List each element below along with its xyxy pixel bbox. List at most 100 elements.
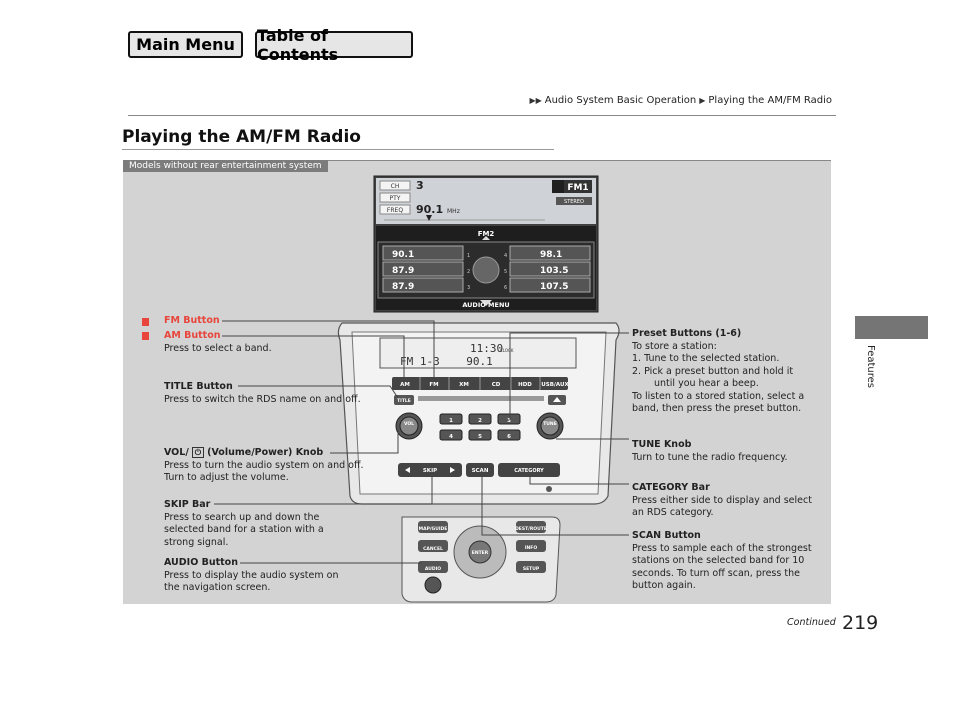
category-description-2: an RDS category. <box>632 507 714 518</box>
usb-aux-button: USB/AUX <box>541 382 569 388</box>
audio-heading: AUDIO Button <box>164 557 238 568</box>
model-tag: Models without rear entertainment system <box>123 160 328 172</box>
preset-1-freq: 90.1 <box>392 250 414 260</box>
category-bar-label: CATEGORY <box>514 468 544 474</box>
skip-forward-icon <box>450 467 455 473</box>
main-menu-button[interactable]: Main Menu <box>128 31 243 58</box>
preset-heading: Preset Buttons (1-6) <box>632 328 742 339</box>
preset-1-tile <box>382 245 464 261</box>
preset-button-6: 6 <box>507 434 511 440</box>
pty-label-box <box>379 192 411 203</box>
unit-clock-label: CLOCK <box>500 348 514 353</box>
preset-step-2a: 2. Pick a preset button and hold it <box>632 365 794 377</box>
title-button: TITLE <box>397 398 411 404</box>
section-tab <box>855 316 928 339</box>
scan-annotation: SCAN Button Press to sample each of the … <box>632 530 812 593</box>
enter-button: ENTER <box>472 550 489 556</box>
cancel-button: CANCEL <box>423 546 443 552</box>
category-heading: CATEGORY Bar <box>632 482 710 493</box>
breadcrumb-current: Playing the AM/FM Radio <box>708 95 832 106</box>
stereo-box <box>556 197 592 205</box>
setup-button: SETUP <box>523 566 540 572</box>
breadcrumb-arrow-icon: ▶ <box>699 96 706 105</box>
tune-heading: TUNE Knob <box>632 439 692 450</box>
skip-back-icon <box>405 467 410 473</box>
scan-description-1: Press to sample each of the strongest <box>632 542 812 554</box>
fm-marker-icon <box>142 318 149 326</box>
vol-heading-b: (Volume/Power) Knob <box>207 447 324 458</box>
am-button-label: AM Button <box>164 330 221 341</box>
preset-3-freq: 87.9 <box>392 282 414 292</box>
vol-heading-a: VOL/ <box>164 447 189 458</box>
screen-down-arrow-icon <box>480 300 492 306</box>
tuning-pointer-icon <box>426 215 432 221</box>
dest-route-button: DEST/ROUTE <box>515 526 547 532</box>
audio-description-2: the navigation screen. <box>164 582 271 593</box>
breadcrumb-arrow-icon: ▶▶ <box>529 96 542 105</box>
scan-description-2: stations on the selected band for 10 <box>632 555 805 566</box>
freq-label: FREQ <box>387 207 403 214</box>
preset-3-tile <box>382 277 464 293</box>
title-button-description: Press to switch the RDS name on and off. <box>164 393 361 405</box>
screen-channel: 3 <box>416 179 424 192</box>
fm-button-label: FM Button <box>164 315 220 326</box>
preset-2-freq: 87.9 <box>392 266 414 276</box>
cd-button: CD <box>492 382 501 388</box>
band-title: FM2 <box>478 230 495 238</box>
skip-bar-label: SKIP <box>423 468 437 474</box>
preset-step-1: 1. Tune to the selected station. <box>632 353 780 364</box>
preset-description-2a: To listen to a stored station, select a <box>632 390 805 402</box>
preset-num-2: 2 <box>467 269 470 275</box>
preset-annotation: Preset Buttons (1-6) To store a station:… <box>632 328 804 416</box>
preset-button-5: 5 <box>478 434 482 440</box>
screen-frequency: 90.1 <box>416 203 443 216</box>
category-description-1: Press either side to display and select <box>632 494 812 506</box>
am-fm-description: Press to select a band. <box>164 343 272 354</box>
preset-button-1: 1 <box>449 418 453 424</box>
scan-description-4: button again. <box>632 580 696 591</box>
vol-knob-label: VOL <box>404 421 414 427</box>
scan-heading: SCAN Button <box>632 530 701 541</box>
power-knob-icon <box>424 576 442 594</box>
title-annotation: TITLE Button Press to switch the RDS nam… <box>164 381 361 406</box>
skip-description-3: strong signal. <box>164 536 229 548</box>
preset-num-6: 6 <box>504 285 507 291</box>
stereo-indicator: STEREO <box>564 199 584 205</box>
am-button: AM <box>400 382 410 388</box>
preset-button-4: 4 <box>449 434 453 440</box>
scan-button-label: SCAN <box>472 468 489 474</box>
skip-heading: SKIP Bar <box>164 499 211 510</box>
ch-label-box <box>379 180 411 191</box>
scan-description-3: seconds. To turn off scan, press the <box>632 567 800 579</box>
fm-button: FM <box>429 382 438 388</box>
preset-6-freq: 107.5 <box>540 282 568 292</box>
preset-button-2: 2 <box>478 418 482 424</box>
preset-step-2b: until you hear a beep. <box>654 378 759 389</box>
xm-button: XM <box>459 382 469 388</box>
preset-5-freq: 103.5 <box>540 266 568 276</box>
freq-label-box <box>379 204 411 215</box>
vol-annotation: VOL/⏻(Volume/Power) Knob Press to turn t… <box>164 447 364 485</box>
pty-label: PTY <box>390 195 401 202</box>
preset-6-tile <box>509 277 591 293</box>
category-annotation: CATEGORY Bar Press either side to displa… <box>632 482 812 520</box>
title-button-heading: TITLE Button <box>164 381 233 392</box>
am-marker-icon <box>142 332 149 340</box>
skip-annotation: SKIP Bar Press to search up and down the… <box>164 499 324 549</box>
preset-num-3: 3 <box>467 285 470 291</box>
audio-description-1: Press to display the audio system on <box>164 569 339 581</box>
power-icon: ⏻ <box>191 447 205 458</box>
preset-button-3: 3 <box>507 418 511 424</box>
breadcrumb: ▶▶ Audio System Basic Operation ▶ Playin… <box>529 95 832 106</box>
screen-unit: MHz <box>447 208 460 215</box>
breadcrumb-parent-link[interactable]: Audio System Basic Operation <box>544 95 697 106</box>
page-number: 219 <box>842 612 879 634</box>
tune-description: Turn to tune the radio frequency. <box>632 451 788 463</box>
hdd-button: HDD <box>518 382 532 388</box>
preset-description-2b: band, then press the preset button. <box>632 403 802 414</box>
unit-display: FM 1-3 90.1 <box>400 355 493 368</box>
eject-icon <box>553 397 561 402</box>
skip-description-2: selected band for a station with a <box>164 524 324 535</box>
